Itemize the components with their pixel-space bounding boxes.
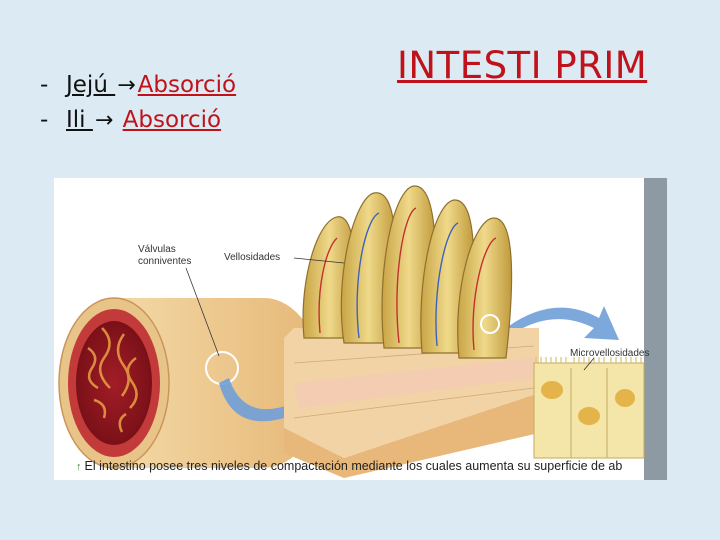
zoom-arrow <box>506 306 619 340</box>
arrow-right-icon: → <box>94 108 114 133</box>
bullet-target: Absorció <box>122 107 222 133</box>
caption-text: El intestino posee tres niveles de compa… <box>84 459 623 473</box>
microvilli-cells <box>533 357 645 459</box>
intestine-figure: Válvulas conniventes Vellosidades Microv… <box>54 178 667 480</box>
arrow-right-icon: → <box>117 73 136 98</box>
bullet-segment: Jejú <box>66 72 116 98</box>
bullet-segment: Ili <box>66 107 93 133</box>
label-vellosidades: Vellosidades <box>224 252 281 263</box>
bullet-list: -Jejú →Absorció -Ili → Absorció <box>40 68 236 138</box>
bullet-target: Absorció <box>137 72 237 98</box>
intestine-illustration <box>58 178 667 480</box>
villi <box>302 185 513 359</box>
label-microvellosidades: Microvellosidades <box>570 348 650 359</box>
tissue-block <box>284 328 539 478</box>
intestine-tube <box>58 297 323 469</box>
bullet-dash: - <box>40 72 49 98</box>
page-title: INTESTI PRIM <box>397 44 648 87</box>
bullet-dash: - <box>40 107 49 133</box>
bullet-jejunum: -Jejú →Absorció <box>40 68 236 103</box>
bullet-ileum: -Ili → Absorció <box>40 103 236 138</box>
label-valvulas: Válvulas <box>138 244 176 255</box>
figure-caption: ↑El intestino posee tres niveles de comp… <box>76 459 622 473</box>
label-conniventes: conniventes <box>138 256 192 267</box>
caption-arrow-icon: ↑ <box>76 461 82 473</box>
label-pointers <box>185 257 595 371</box>
page-edge <box>644 178 667 480</box>
